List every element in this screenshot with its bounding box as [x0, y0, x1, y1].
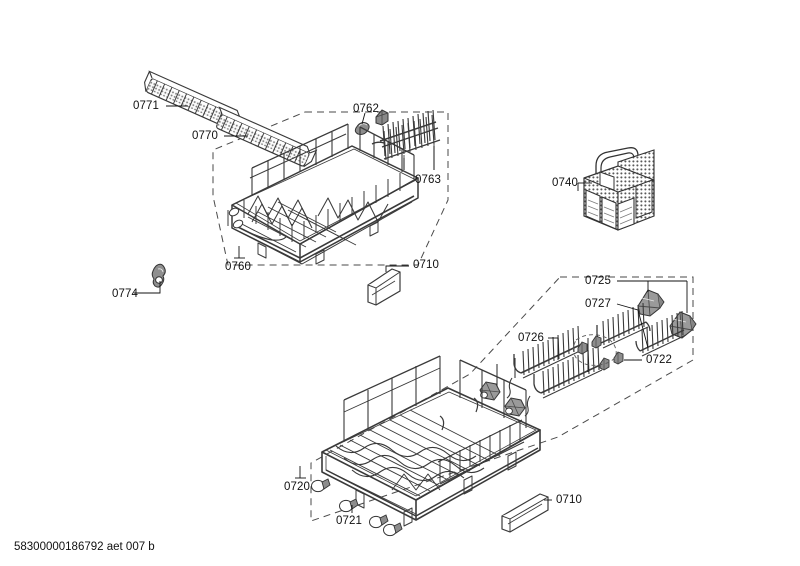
- lower-group-boundary: [310, 276, 694, 522]
- callout-label-0740: 0740: [552, 177, 578, 189]
- callout-label-0721: 0721: [336, 515, 362, 527]
- callout-label-0760: 0760: [225, 261, 251, 273]
- upper-basket-assembly-0760: [227, 123, 419, 265]
- cutlery-basket-0740: [583, 147, 655, 231]
- callout-label-0770: 0770: [192, 130, 218, 142]
- callout-label-0771: 0771: [133, 100, 159, 112]
- callout-label-0727: 0727: [585, 298, 611, 310]
- folding-tine-row-0726-b: [533, 345, 603, 399]
- leader-0726: [548, 337, 589, 372]
- lower-basket-assembly-0720: [321, 355, 541, 527]
- rack-end-stop-0725-b: [669, 311, 697, 339]
- leader-lines-upper-tines: [166, 105, 248, 137]
- document-footer-code: 58300000186792 aet 007 b: [14, 541, 155, 553]
- upper-folding-tine-row-0770: [216, 106, 318, 168]
- roller-clip-0722-group: [573, 334, 624, 371]
- callout-label-0726: 0726: [518, 332, 544, 344]
- folding-tine-row-0726-a: [513, 325, 583, 379]
- cutlery-tray-0710-upper: [367, 268, 401, 306]
- upper-group-boundary: [212, 111, 449, 266]
- leader-0725: [617, 280, 688, 313]
- basket-roller-wheel-set-0721: [311, 478, 403, 537]
- callout-label-0722: 0722: [646, 354, 672, 366]
- leader-0727: [616, 303, 649, 349]
- leader-0720: [295, 466, 306, 479]
- cutlery-tray-0710-lower: [501, 493, 549, 533]
- rack-roller-assembly-left: [479, 381, 526, 417]
- callout-label-0710-upper: 0710: [413, 259, 439, 271]
- callout-label-0762: 0762: [353, 103, 379, 115]
- callout-label-0725: 0725: [585, 275, 611, 287]
- upper-folding-tine-row-0771: [144, 70, 241, 131]
- callout-label-0710-lower: 0710: [556, 494, 582, 506]
- rack-end-stop-0725-a: [637, 289, 665, 317]
- leader-0763: [403, 146, 435, 170]
- tine-row-0727-b: [635, 310, 687, 357]
- tine-row-0727-a: [596, 302, 651, 349]
- callout-label-0774: 0774: [112, 288, 138, 300]
- bracket-clip-0774: [134, 263, 166, 294]
- leader-0710-upper: [385, 265, 409, 272]
- callout-label-0763: 0763: [415, 174, 441, 186]
- callout-label-0720: 0720: [284, 481, 310, 493]
- leader-0760: [234, 246, 245, 259]
